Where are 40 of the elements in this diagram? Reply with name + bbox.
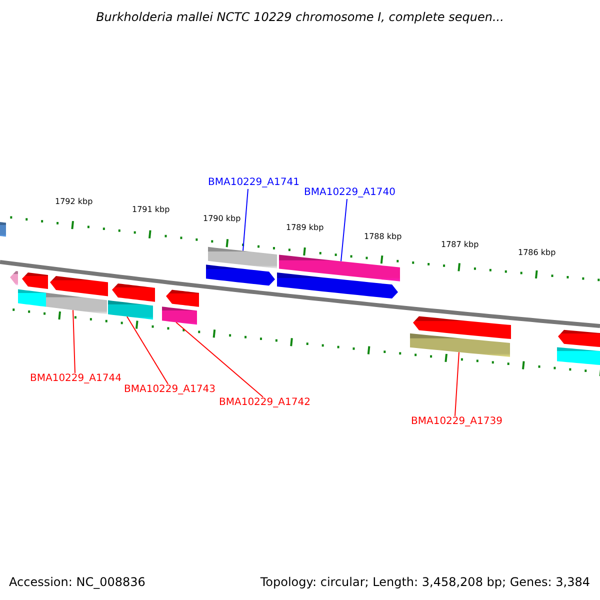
tick-label: 1788 kbp [364,232,402,241]
tick-label: 1786 kbp [518,248,556,257]
accession-text: Accession: NC_008836 [9,575,146,589]
gene-feature [557,347,600,366]
title: Burkholderia mallei NCTC 10229 chromosome I, complete sequen... [95,10,505,24]
leader-line [454,352,460,416]
gene-feature [206,264,275,286]
tick-label: 1789 kbp [286,223,324,232]
gene-feature [10,271,18,286]
gene-label: BMA10229_A1741 [208,177,300,189]
leader-line [340,198,348,262]
gene-label: BMA10229_A1739 [411,416,502,428]
gene-feature [162,306,197,325]
tick-label: 1791 kbp [132,205,170,214]
leader-line [176,322,264,398]
gene-feature [166,290,199,307]
gene-feature [558,330,600,348]
gene-feature [413,316,511,340]
gene-feature [277,272,398,299]
gene-feature [22,272,48,289]
gene-feature [46,292,107,314]
gene-feature [112,283,155,302]
gene-feature [410,333,510,357]
leader-line [72,310,76,374]
sequence-info: Topology: circular; Length: 3,458,208 bp; Genes: 3,384 [260,575,590,589]
leader-line [126,316,168,384]
tick-label: 1792 kbp [55,197,93,206]
gene-feature [50,276,108,296]
gene-feature [279,254,400,282]
tick-label: 1787 kbp [441,240,479,249]
gene-feature [0,222,6,237]
gene-label: BMA10229_A1744 [30,373,122,385]
leader-line [242,188,248,252]
tick-label: 1790 kbp [203,214,241,223]
gene-label: BMA10229_A1743 [124,384,216,396]
gene-label: BMA10229_A1742 [219,397,310,409]
gene-label: BMA10229_A1740 [304,187,396,199]
gene-feature [108,300,153,320]
gene-feature [208,246,277,269]
gene-feature [18,289,46,307]
